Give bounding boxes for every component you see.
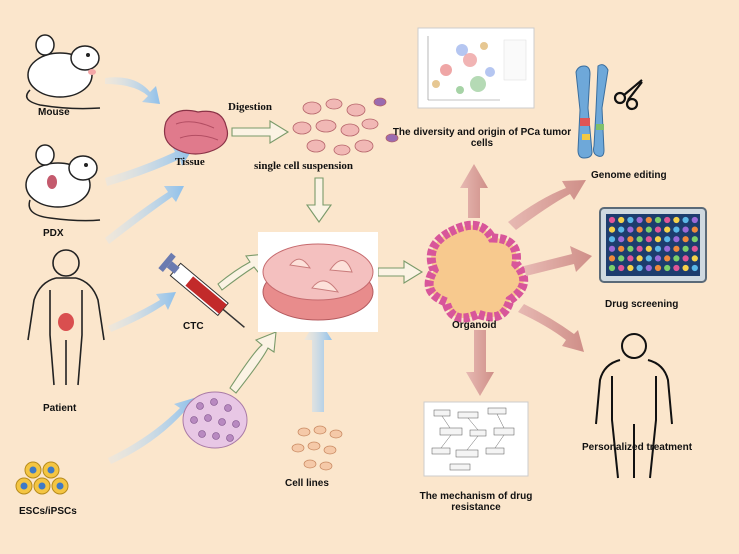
label-ctc: CTC: [183, 321, 204, 332]
well-dot: [645, 264, 652, 272]
well-dot: [627, 236, 634, 243]
well-dot: [682, 216, 689, 224]
well-dot: [618, 216, 625, 224]
label-genome-editing: Genome editing: [591, 170, 667, 181]
label-single-cell: single cell suspension: [254, 160, 354, 172]
well-dot: [673, 245, 680, 252]
well-dot: [682, 264, 689, 272]
pathway-diagram-icon: [423, 401, 529, 477]
well-dot: [691, 216, 698, 224]
chromosome-icon: [575, 64, 609, 159]
well-dot: [673, 216, 680, 224]
well-dot: [673, 255, 680, 262]
well-dot: [682, 245, 689, 252]
well-dot: [636, 216, 643, 224]
well-dot: [654, 216, 662, 224]
well-dot: [608, 255, 616, 262]
drug-plate-icon: [599, 207, 707, 283]
well-dot: [627, 245, 634, 252]
well-dot: [654, 264, 662, 272]
well-dot: [645, 255, 652, 262]
patient-icon: [27, 249, 105, 386]
well-dot: [608, 264, 616, 272]
label-mechanism: The mechanism of drug resistance: [419, 491, 533, 513]
label-personalized: Personalized treatment: [582, 442, 693, 453]
well-dot: [608, 236, 616, 243]
well-dot: [627, 216, 634, 224]
well-dot: [664, 245, 671, 252]
well-dot: [636, 245, 643, 252]
cell-lines-icon: [291, 425, 343, 471]
well-dot: [618, 236, 625, 243]
well-dot: [608, 245, 616, 252]
well-dot: [682, 226, 689, 233]
well-dot: [691, 236, 698, 243]
well-dot: [608, 226, 616, 233]
well-dot: [645, 245, 652, 252]
well-dot: [682, 236, 689, 243]
label-escs: ESCs/iPSCs: [19, 506, 77, 517]
well-dot: [673, 236, 680, 243]
well-dot: [654, 245, 662, 252]
well-dot: [636, 255, 643, 262]
label-cell-lines: Cell lines: [285, 478, 329, 489]
blue-arrows: [105, 77, 332, 464]
organoid-icon: [424, 220, 529, 323]
well-dot: [664, 255, 671, 262]
label-digestion: Digestion: [228, 101, 272, 113]
pdx-mouse-icon: [25, 144, 101, 222]
well-dot: [636, 264, 643, 272]
label-organoid: Organoid: [452, 320, 497, 331]
well-dot: [618, 245, 625, 252]
well-dot: [645, 236, 652, 243]
well-dot: [618, 264, 625, 272]
cell-sheet-icon: [182, 391, 248, 449]
label-drug-screening: Drug screening: [605, 299, 679, 310]
well-dot: [664, 216, 671, 224]
petri-dish-icon: [262, 243, 374, 321]
well-dot: [673, 226, 680, 233]
scissors-icon: [613, 79, 643, 111]
well-dot: [618, 255, 625, 262]
well-dot: [645, 226, 652, 233]
escs-cells-icon: [15, 461, 69, 495]
tsne-plot-icon: [417, 27, 535, 109]
well-dot: [654, 236, 662, 243]
well-dot: [691, 264, 698, 272]
well-dot: [664, 236, 671, 243]
well-dot: [673, 264, 680, 272]
label-mouse: Mouse: [38, 107, 70, 118]
well-dot: [636, 226, 643, 233]
label-tissue: Tissue: [175, 156, 205, 168]
well-dot: [691, 255, 698, 262]
prostate-icon: [58, 313, 74, 331]
well-dot: [664, 264, 671, 272]
single-cell-suspension-icon: [292, 97, 399, 156]
well-dot: [654, 255, 662, 262]
well-dot: [645, 216, 652, 224]
well-dot: [654, 226, 662, 233]
well-dot: [618, 226, 625, 233]
well-dot: [682, 255, 689, 262]
label-patient: Patient: [43, 403, 77, 414]
well-dot: [627, 255, 634, 262]
tissue-icon: [163, 109, 229, 155]
syringe-icon: [158, 252, 245, 328]
well-dot: [627, 226, 634, 233]
label-diversity: The diversity and origin of PCa tumor ce…: [392, 127, 572, 149]
label-pdx: PDX: [43, 228, 64, 239]
well-dot: [691, 245, 698, 252]
well-dot: [664, 226, 671, 233]
well-dot: [608, 216, 616, 224]
pink-arrows: [460, 164, 592, 396]
mouse-icon: [25, 34, 101, 110]
well-dot: [636, 236, 643, 243]
well-dot: [627, 264, 634, 272]
person-outline-icon: [595, 333, 673, 479]
well-dot: [691, 226, 698, 233]
